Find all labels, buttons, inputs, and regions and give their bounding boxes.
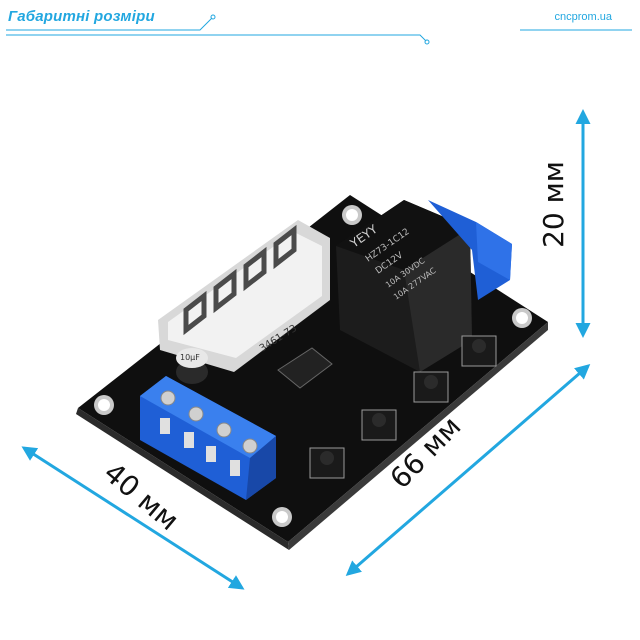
- ic-chip: [277, 347, 333, 389]
- length-arrow: [345, 364, 591, 576]
- capacitor-value: 10µF: [180, 353, 200, 362]
- mounting-holes: [94, 205, 532, 527]
- relay-terminal-block: [428, 200, 512, 300]
- header-title: Габаритні розміри: [8, 8, 155, 25]
- height-dimension-label: 20 мм: [536, 161, 570, 248]
- seven-segment-display: 3461-73: [158, 220, 330, 372]
- capacitor: 10µF: [176, 348, 208, 384]
- site-url[interactable]: cncprom.ua: [554, 11, 612, 23]
- width-arrow: [21, 446, 245, 590]
